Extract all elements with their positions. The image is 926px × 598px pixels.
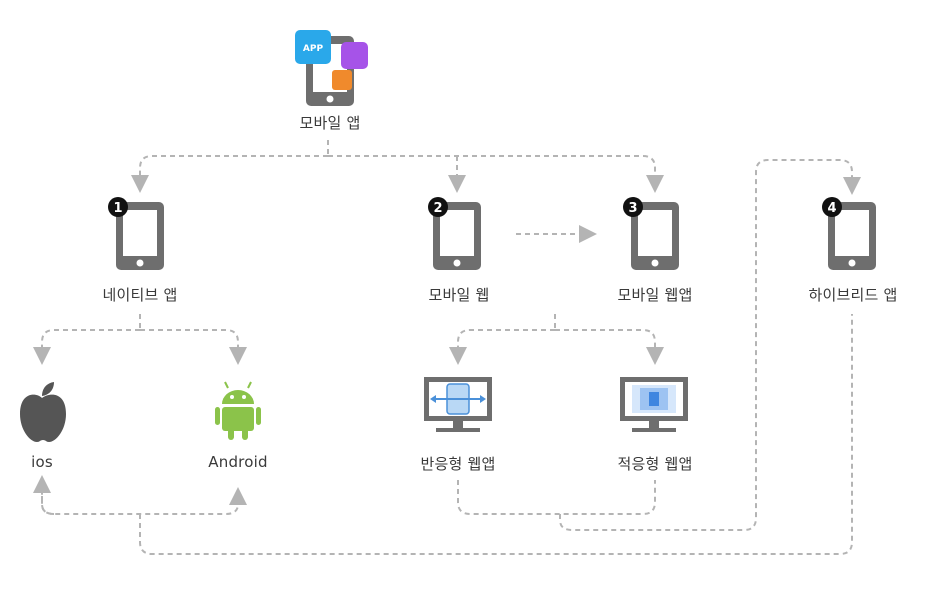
connector-root-mobile-web-app xyxy=(328,155,664,193)
mobile-web-label: 모바일 웹 xyxy=(428,286,490,304)
root-label: 모바일 앱 xyxy=(299,114,361,132)
connector-native-ios xyxy=(33,329,140,365)
connector-webtypes-merge xyxy=(457,480,656,515)
number-badge-4-text: 4 xyxy=(827,201,836,216)
connector-ios-android-merge xyxy=(41,487,247,515)
connectors xyxy=(33,140,861,555)
hybrid-app-label: 하이브리드 앱 xyxy=(808,286,898,304)
adaptive-webapp-label: 적응형 웹앱 xyxy=(617,455,693,473)
android-label: Android xyxy=(208,453,268,471)
number-badge-1-text: 1 xyxy=(113,201,122,216)
number-badge-3-text: 3 xyxy=(628,201,637,216)
number-badge-2-text: 2 xyxy=(433,201,442,216)
connector-webapp-responsive xyxy=(449,329,555,365)
monitor-icon-responsive xyxy=(424,377,492,432)
connector-native-to-hybrid xyxy=(139,314,853,555)
ios-label: ios xyxy=(31,453,53,471)
android-icon xyxy=(215,381,261,440)
number-badge-2: 2 xyxy=(428,197,448,217)
responsive-webapp-label: 반응형 웹앱 xyxy=(420,455,496,473)
number-badge-4: 4 xyxy=(822,197,842,217)
connector-ios-arrow xyxy=(33,475,55,515)
app-phone-icon xyxy=(295,30,368,106)
app-badge-text: APP xyxy=(303,44,324,54)
apple-icon xyxy=(20,382,66,442)
mobile-web-app-label: 모바일 웹앱 xyxy=(617,286,693,304)
native-app-label: 네이티브 앱 xyxy=(102,286,178,304)
connector-webtypes-to-hybrid xyxy=(559,159,861,531)
connector-native-android xyxy=(140,329,247,365)
connector-root-native xyxy=(131,155,328,193)
number-badge-3: 3 xyxy=(623,197,643,217)
monitor-icon-adaptive xyxy=(620,377,688,432)
number-badge-1: 1 xyxy=(108,197,128,217)
connector-webapp-adaptive xyxy=(555,329,664,365)
